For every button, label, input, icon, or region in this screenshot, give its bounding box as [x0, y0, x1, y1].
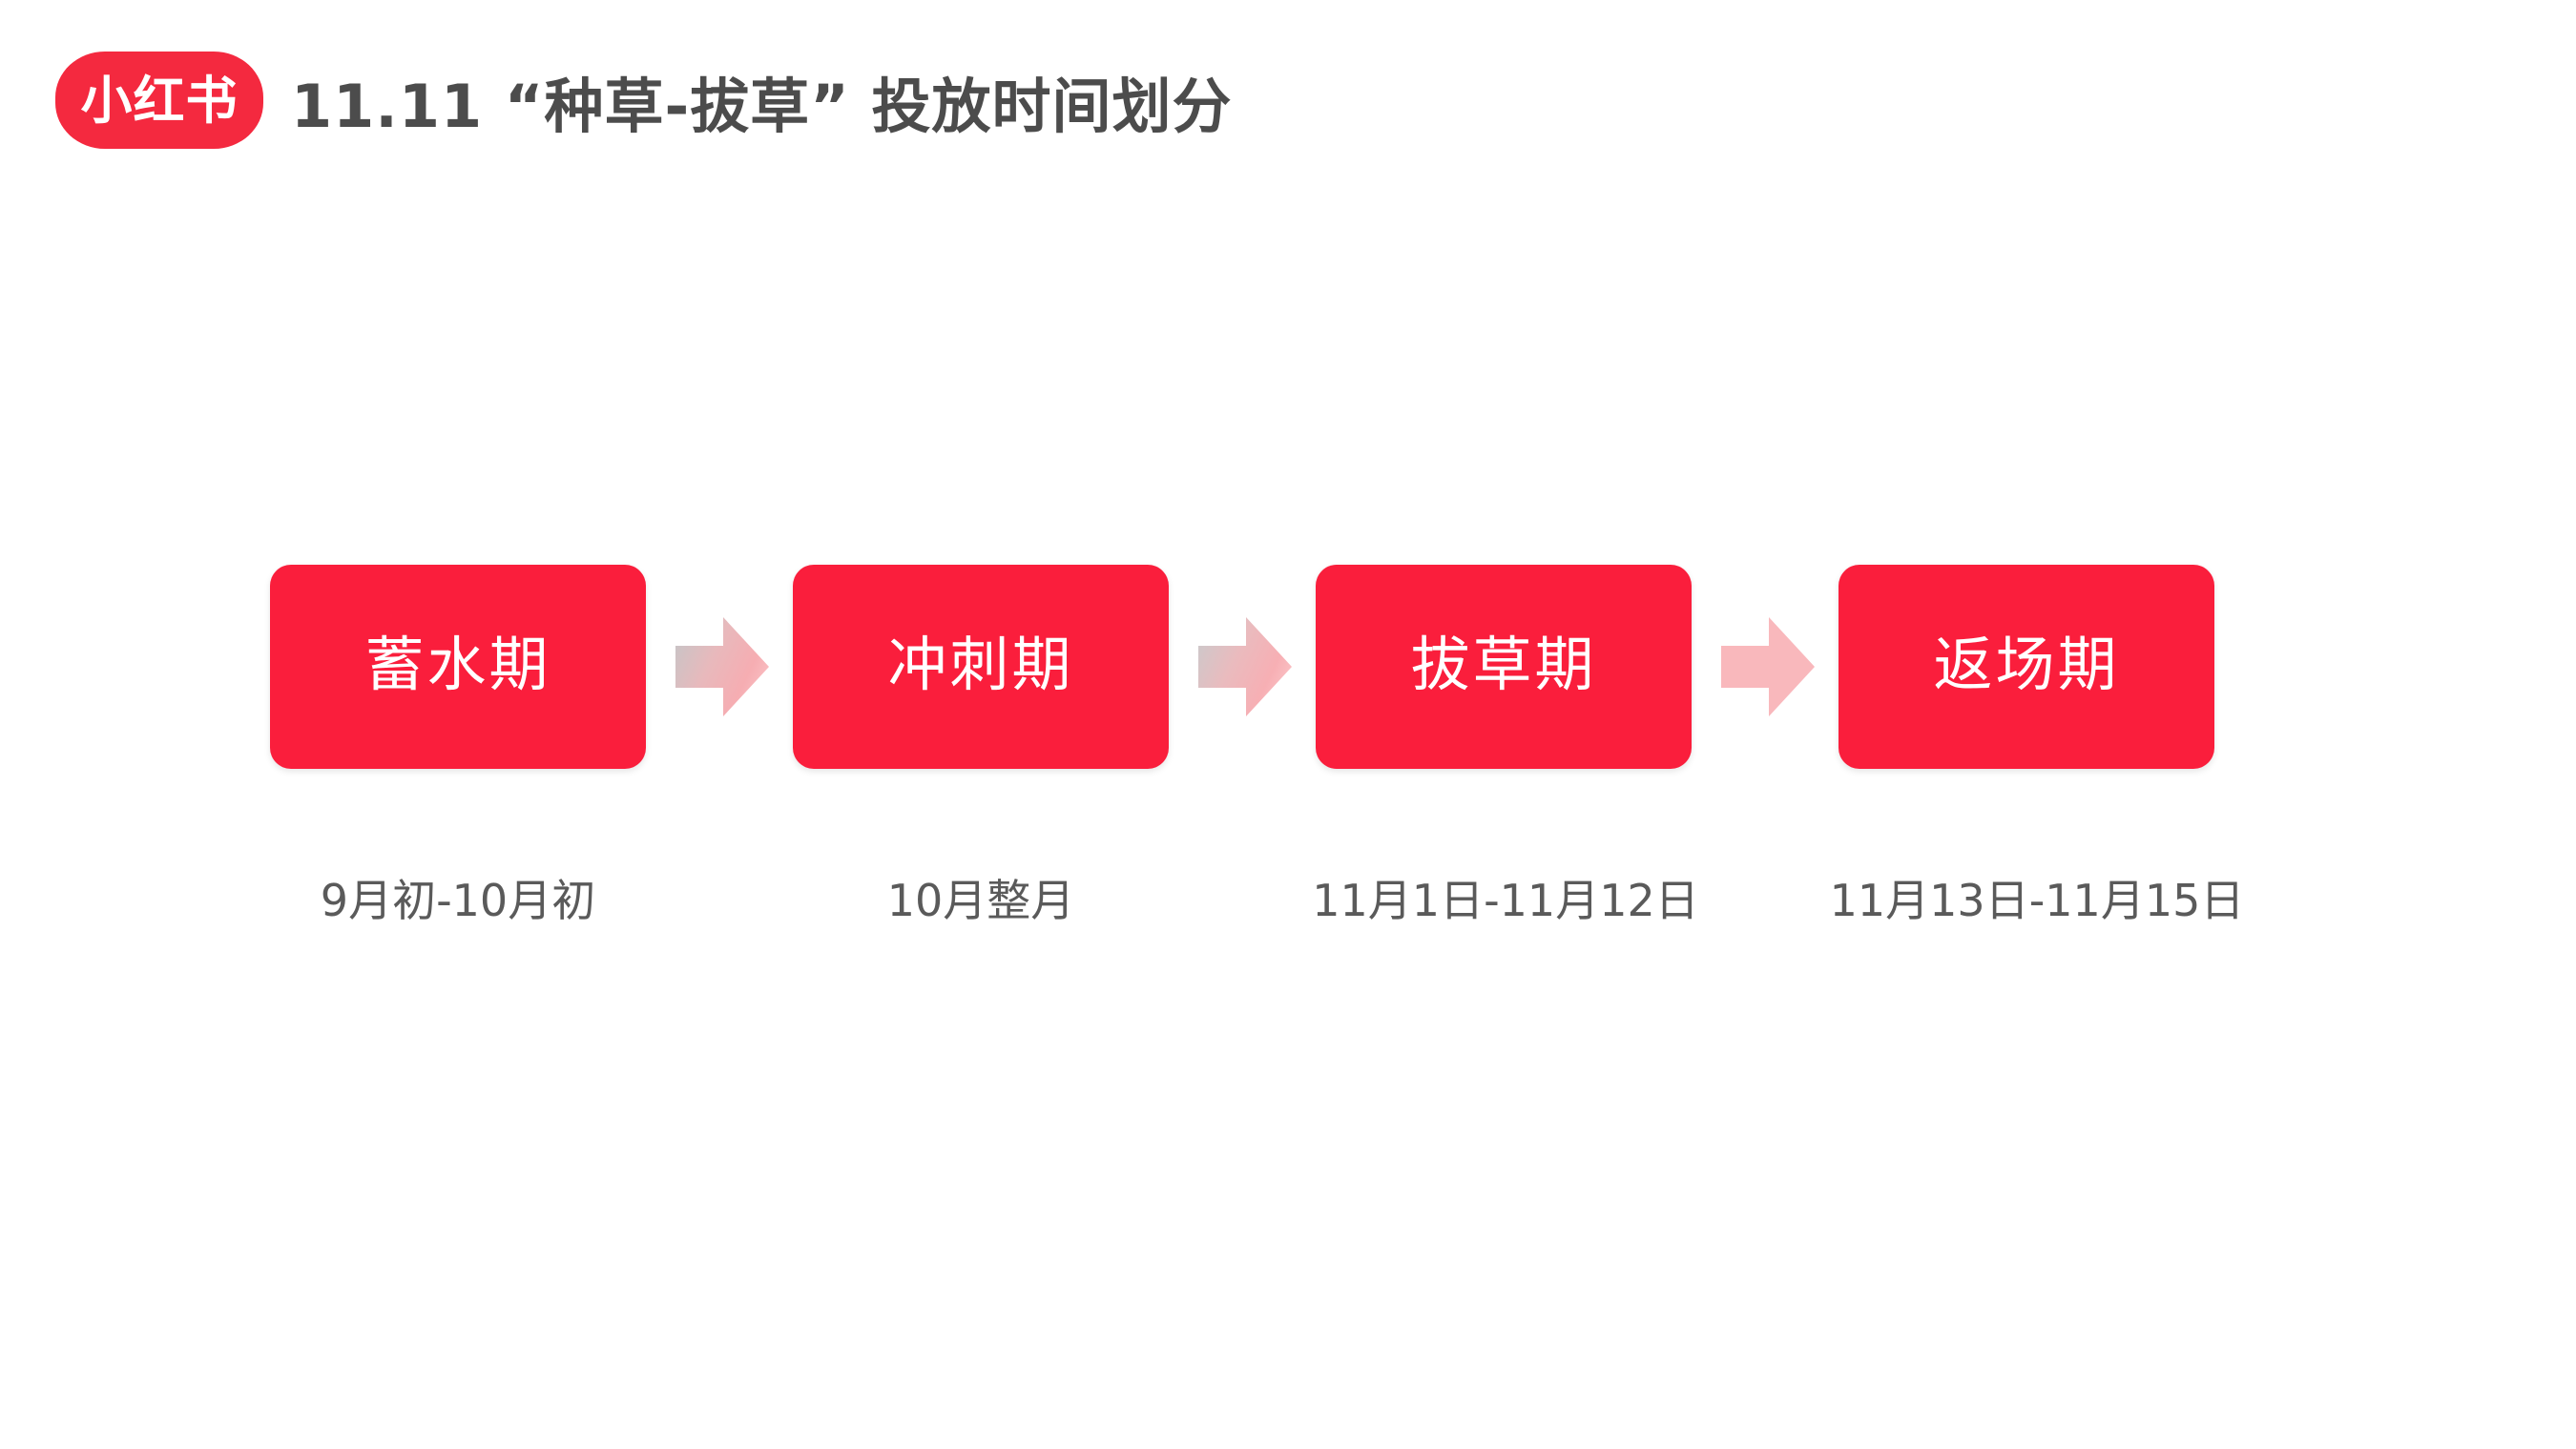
xiaohongshu-logo: 小红书: [55, 52, 263, 149]
phase-caption-1: 9月初-10月初: [320, 875, 596, 926]
phase-flow-diagram: 蓄水期 冲刺期: [270, 565, 2274, 769]
phase-box-1-label: 蓄水期: [364, 630, 551, 699]
arrow-right-icon: [1198, 617, 1292, 716]
slide-header: 小红书 11.11 “种草-拔草” 投放时间划分: [0, 0, 2576, 200]
arrow-right-icon: [1721, 617, 1815, 716]
phase-box-2[interactable]: 冲刺期: [793, 565, 1169, 769]
phase-caption-4: 11月13日-11月15日: [1829, 875, 2245, 926]
phase-caption-2: 10月整月: [886, 875, 1075, 926]
arrow-right-icon: [675, 617, 769, 716]
phase-box-4[interactable]: 返场期: [1839, 565, 2214, 769]
phase-box-4-label: 返场期: [1933, 630, 2120, 699]
phase-box-2-label: 冲刺期: [887, 630, 1074, 699]
xiaohongshu-logo-text: 小红书: [80, 71, 239, 131]
phase-box-1[interactable]: 蓄水期: [270, 565, 646, 769]
page-title: 11.11 “种草-拔草” 投放时间划分: [291, 72, 1233, 141]
phase-caption-3: 11月1日-11月12日: [1312, 875, 1699, 926]
phase-caption-row: 9月初-10月初 10月整月 11月1日-11月12日 11月13日-11月15…: [0, 863, 2576, 940]
phase-box-3[interactable]: 拔草期: [1316, 565, 1692, 769]
phase-box-3-label: 拔草期: [1410, 630, 1597, 699]
